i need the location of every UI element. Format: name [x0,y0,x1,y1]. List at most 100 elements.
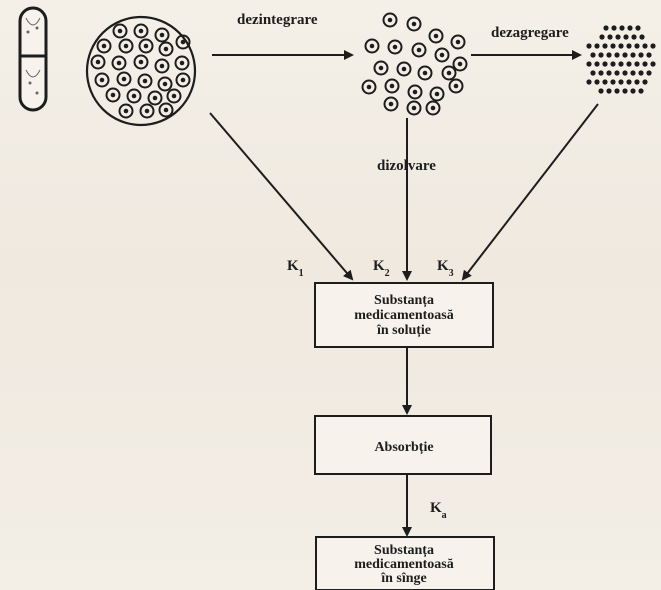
k3-arrow [463,104,598,279]
particle-8 [615,34,620,39]
particle-25 [622,52,627,57]
tablet-granule-18-core [181,78,186,83]
particle-4 [627,25,632,30]
particle-35 [634,61,639,66]
tablet-granule-17-core [163,82,168,87]
dissolution-label: dizolvare [377,158,436,174]
particle-15 [610,43,615,48]
free-granule-1-core [388,18,393,23]
free-granule-15-core [390,84,395,89]
particle-37 [650,61,655,66]
particle-47 [594,79,599,84]
free-granule-7-core [417,48,422,53]
free-granule-11-core [402,67,407,72]
tablet-granule-24-core [145,109,150,114]
disintegration-label: dezintegrare [237,12,318,28]
blood-line-2: medicamentoasă [354,557,454,572]
particle-58 [630,88,635,93]
particle-11 [639,34,644,39]
particle-44 [638,70,643,75]
particle-10 [631,34,636,39]
tablet-granule-20-core [132,94,137,99]
free-granule-12-core [423,71,428,76]
free-granule-17-core [435,92,440,97]
particle-2 [611,25,616,30]
particle-51 [626,79,631,84]
tablet-granule-19-core [111,93,116,98]
particle-12 [586,43,591,48]
particle-54 [598,88,603,93]
particle-20 [650,43,655,48]
particle-41 [614,70,619,75]
particle-40 [606,70,611,75]
k2-label: K2 [373,258,390,279]
particle-29 [586,61,591,66]
tablet-granule-25-core [164,108,169,113]
tablet-granule-9-core [96,60,101,65]
tablet-granule-23-core [124,109,129,114]
tablet-granule-10-core [117,61,122,66]
particles-icon [586,25,655,93]
particle-55 [606,88,611,93]
particle-18 [634,43,639,48]
solution-line-1: Substanța [374,293,434,308]
particle-43 [630,70,635,75]
free-granule-2-core [412,22,417,27]
free-granule-3-core [434,34,439,39]
k1-label: K1 [287,258,304,279]
tablet-granule-15-core [122,77,127,82]
tablet-granule-11-core [139,60,144,65]
particle-5 [635,25,640,30]
tablet-granule-14-core [100,78,105,83]
tablet-granule-1-core [118,29,123,34]
free-granule-13-core [447,71,452,76]
particle-26 [630,52,635,57]
free-granule-14-core [367,85,372,90]
particle-6 [599,34,604,39]
tablet-granule-3-core [160,33,165,38]
free-granule-19-core [389,102,394,107]
tablet-granule-22-core [172,94,177,99]
particle-59 [638,88,643,93]
particle-42 [622,70,627,75]
particle-17 [626,43,631,48]
particle-9 [623,34,628,39]
particle-49 [610,79,615,84]
blood-line-1: Substanța [374,543,434,558]
particle-57 [622,88,627,93]
tablet-granule-icon [87,17,195,125]
particle-7 [607,34,612,39]
k3-label: K3 [437,258,454,279]
particle-22 [598,52,603,57]
particle-38 [590,70,595,75]
particle-45 [646,70,651,75]
particle-27 [638,52,643,57]
particle-53 [642,79,647,84]
particle-28 [646,52,651,57]
free-granule-21-core [431,106,436,111]
solution-line-3: în soluție [376,323,431,338]
free-granule-5-core [370,44,375,49]
tablet-granule-2-core [139,29,144,34]
solution-line-2: medicamentoasă [354,308,454,323]
particle-39 [598,70,603,75]
free-granule-6-core [393,45,398,50]
particle-34 [626,61,631,66]
tablet-granule-16-core [143,79,148,84]
particle-48 [602,79,607,84]
particle-13 [594,43,599,48]
ka-label: Ka [430,500,447,521]
particle-30 [594,61,599,66]
particle-56 [614,88,619,93]
particle-21 [590,52,595,57]
particle-31 [602,61,607,66]
free-granule-8-core [440,53,445,58]
free-granule-18-core [454,84,459,89]
particle-14 [602,43,607,48]
granules-icon [363,14,467,115]
particle-46 [586,79,591,84]
particle-33 [618,61,623,66]
particle-36 [642,61,647,66]
absorption-label: Absorbție [374,440,433,455]
